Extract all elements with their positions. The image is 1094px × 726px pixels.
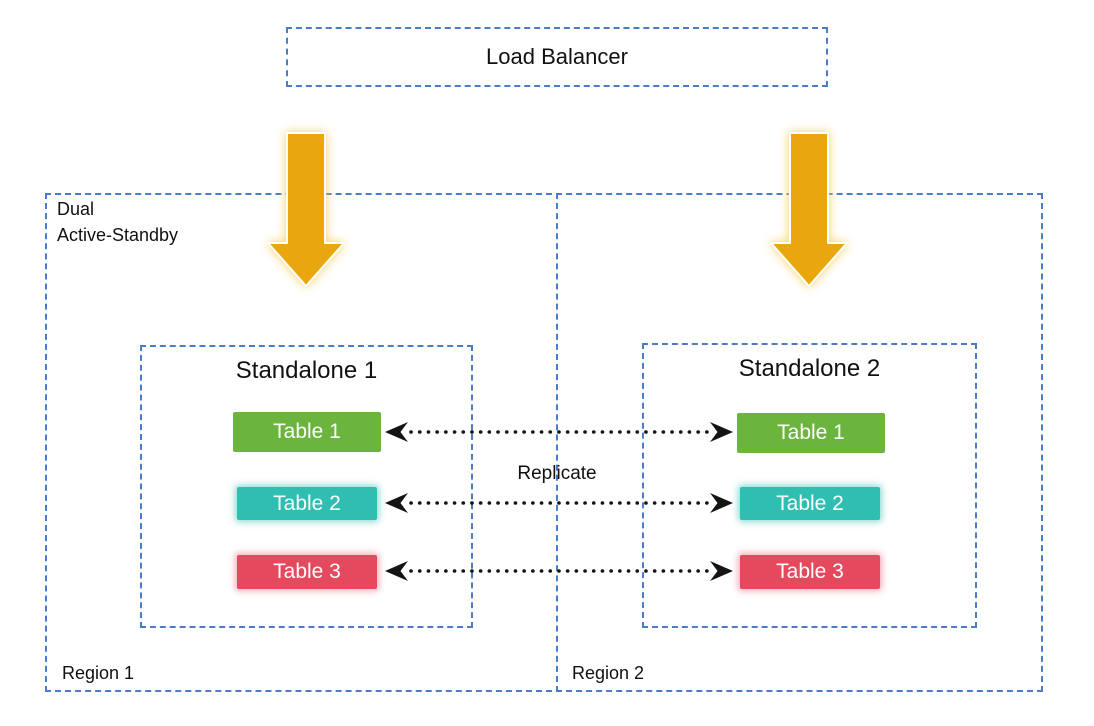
replicate-label: Replicate (517, 463, 597, 484)
region-divider-line (556, 193, 558, 692)
dual-label-line1: Dual (57, 199, 95, 219)
standalone-1-box: Standalone 1 (140, 345, 473, 628)
down-arrow-left-icon (267, 132, 345, 287)
replicate-arrow-table1-icon (385, 422, 733, 442)
load-balancer-label: Load Balancer (486, 44, 628, 69)
load-balancer-box: Load Balancer (286, 27, 828, 87)
standalone-2-box: Standalone 2 (642, 343, 977, 628)
table-3-right: Table 3 (740, 555, 880, 589)
standalone-1-title: Standalone 1 (235, 357, 378, 384)
dual-active-standby-label: Dual Active-Standby (57, 196, 178, 248)
replicate-arrow-table3-icon (385, 561, 733, 581)
table-1-left: Table 1 (233, 412, 381, 452)
dual-label-line2: Active-Standby (57, 225, 179, 245)
table-2-right: Table 2 (740, 487, 880, 520)
table-2-left: Table 2 (237, 487, 377, 520)
dual-active-standby-box (45, 193, 1043, 692)
table-1-right: Table 1 (737, 413, 885, 453)
replicate-arrow-table2-icon (385, 493, 733, 513)
standalone-2-title: Standalone 2 (738, 355, 881, 382)
region-2-label: Region 2 (572, 663, 645, 683)
down-arrow-right-icon (770, 132, 848, 287)
table-3-left: Table 3 (237, 555, 377, 589)
region-1-label: Region 1 (62, 663, 135, 683)
